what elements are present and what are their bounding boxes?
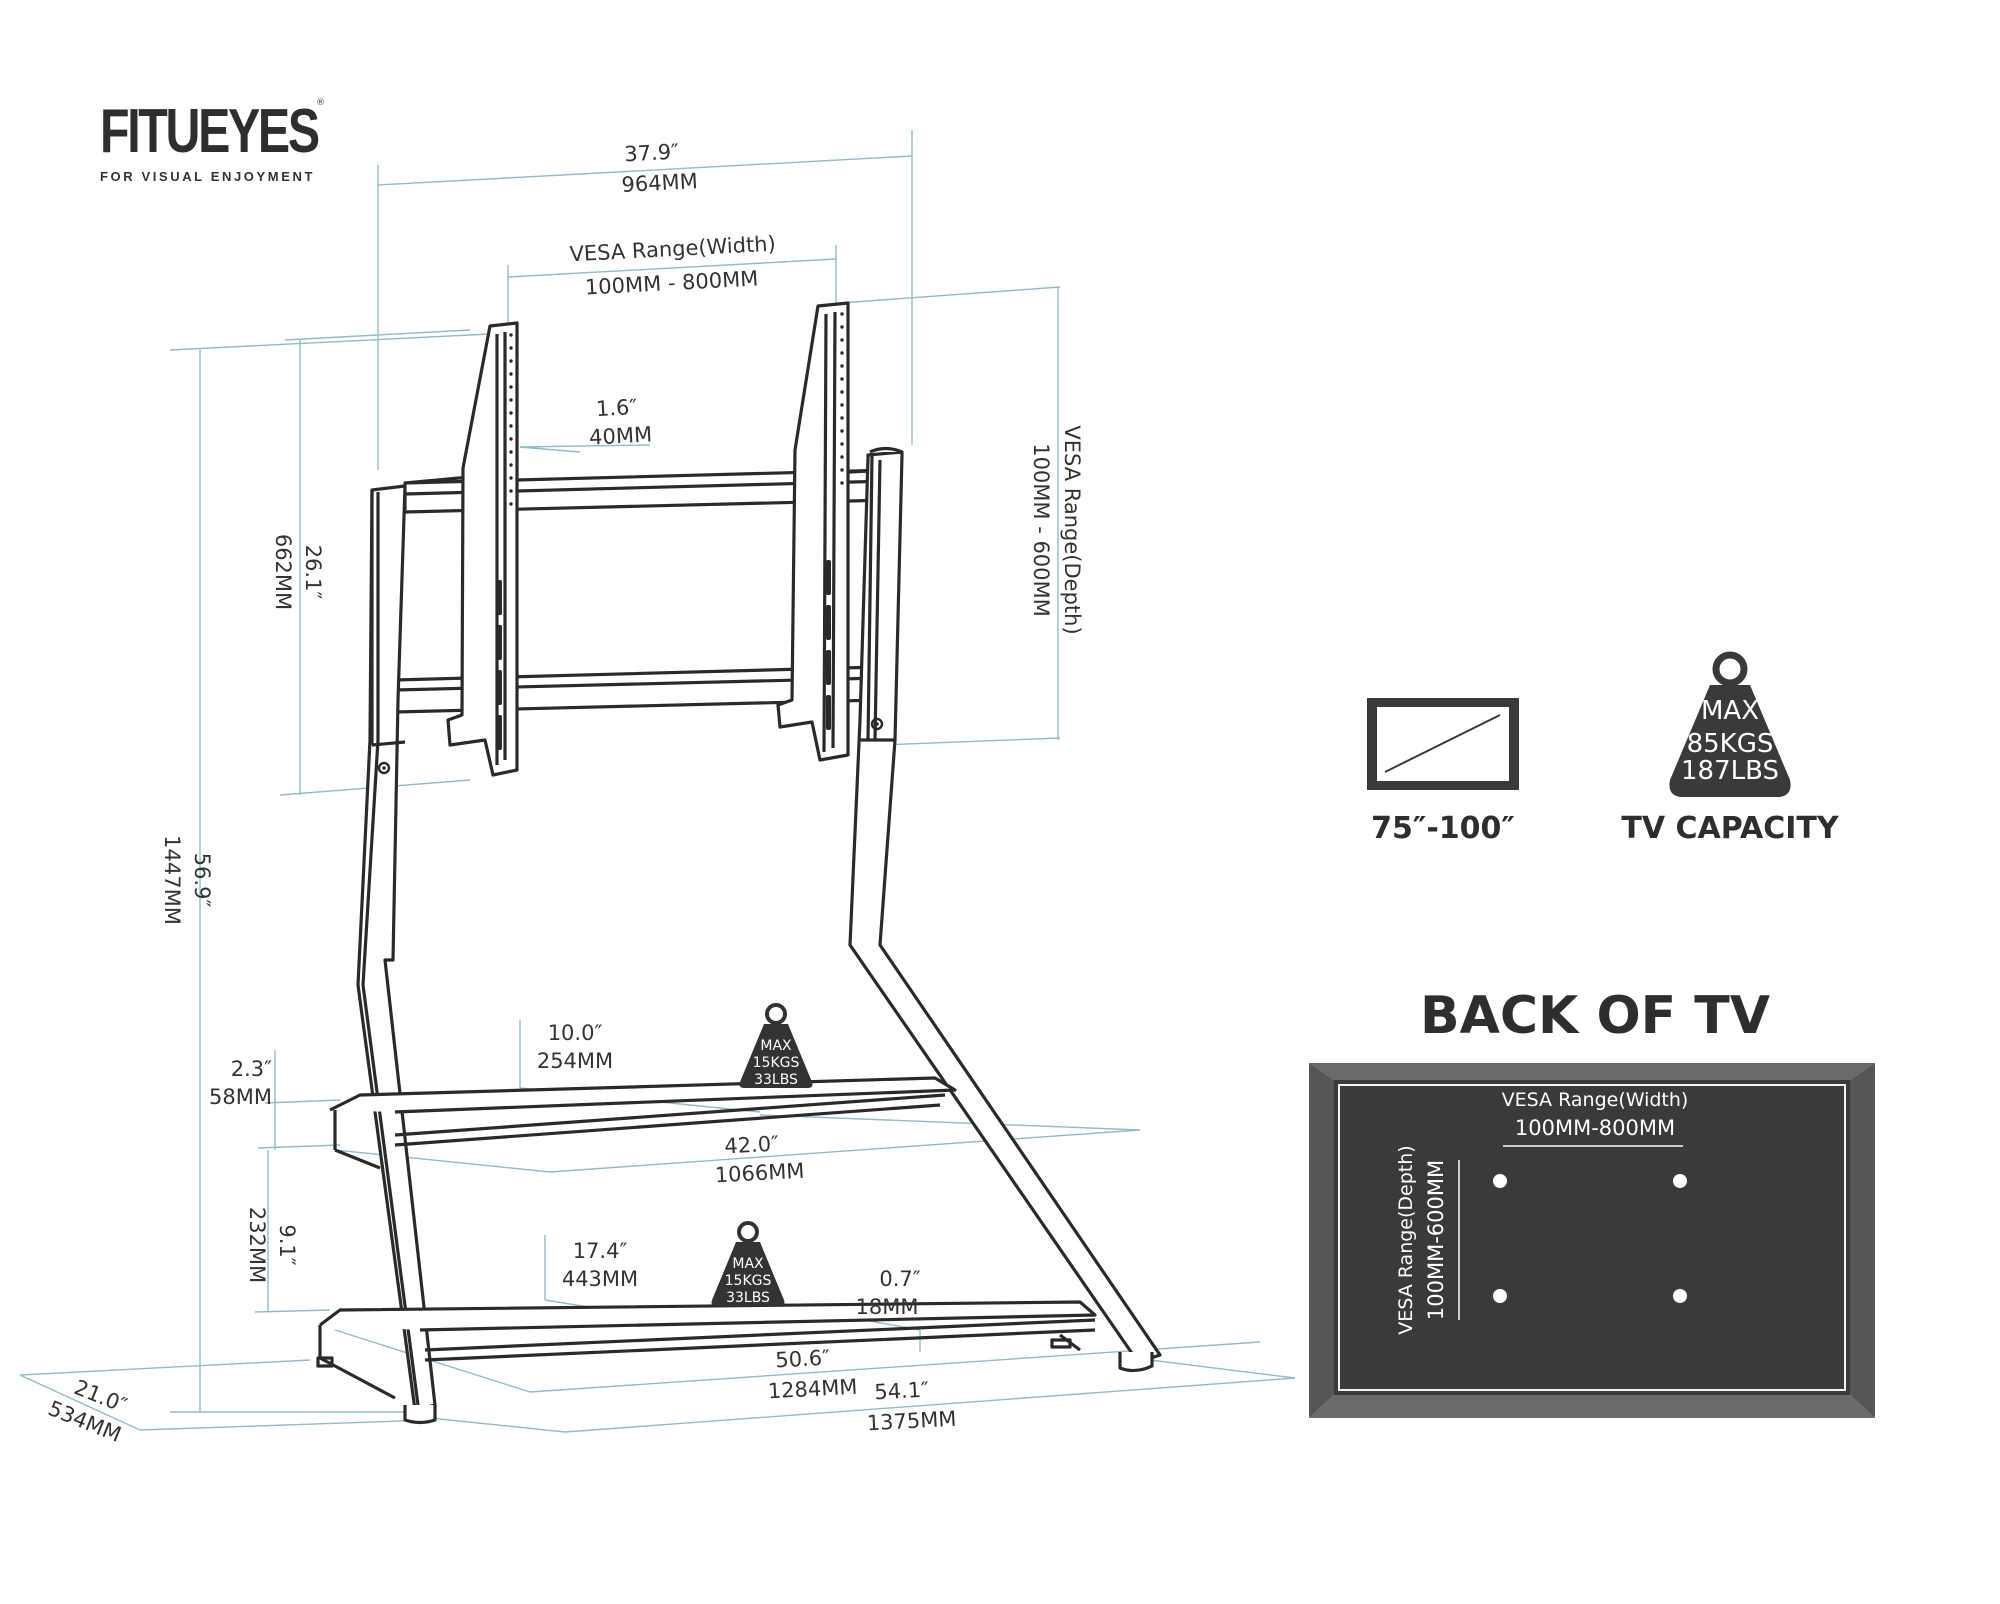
base-width-in: 54.1″	[874, 1378, 930, 1405]
mount-hole	[1493, 1289, 1507, 1303]
total-height-mm: 1447MM	[160, 835, 184, 925]
lower-shelf	[316, 1300, 1097, 1400]
shelf-depth-in: 10.0″	[548, 1021, 603, 1045]
tv-size-label: 75″-100″	[1371, 811, 1515, 846]
lower-shelf-thickness-in: 0.7″	[879, 1267, 920, 1291]
lower-shelf-lbs: 33LBS	[726, 1290, 770, 1306]
brand-logo: FITUEYES ® FOR VISUAL ENJOYMENT	[100, 96, 379, 184]
back-width-value: 100MM-800MM	[1515, 1116, 1675, 1140]
mount-hole	[1673, 1174, 1687, 1188]
base-width-mm: 1375MM	[866, 1407, 957, 1436]
lower-shelf-width-mm: 1284MM	[767, 1375, 858, 1404]
upper-shelf-max: MAX	[760, 1038, 792, 1054]
shelf-spacing-mm: 232MM	[245, 1207, 269, 1283]
weight-icon	[1669, 651, 1791, 797]
right-vesa-bracket	[776, 301, 850, 762]
shelf-spacing-in: 9.1″	[275, 1224, 299, 1265]
lower-shelf-weight: MAX 15KGS 33LBS	[709, 1221, 787, 1308]
total-height-in: 56.9″	[190, 853, 214, 908]
bracket-gap-in: 1.6″	[595, 395, 638, 421]
tv-stand-drawing	[316, 301, 1162, 1425]
back-width-label: VESA Range(Width)	[1502, 1089, 1689, 1111]
shelf-thickness-in: 2.3″	[231, 1057, 272, 1081]
tv-size-block: 75″-100″	[1367, 698, 1519, 846]
upper-shelf-kgs: 15KGS	[753, 1055, 800, 1071]
back-of-tv-panel: BACK OF TV VESA Range(Width) 100MM-800MM…	[1309, 986, 1875, 1418]
upper-shelf	[329, 1076, 957, 1170]
brand-tagline: FOR VISUAL ENJOYMENT	[100, 169, 316, 184]
back-of-tv-title: BACK OF TV	[1420, 986, 1770, 1046]
dimension-labels: 37.9″ 964MM VESA Range(Width) 100MM - 80…	[45, 140, 1084, 1447]
tv-capacity-max: MAX	[1701, 696, 1759, 726]
left-bracket-holes	[497, 333, 513, 750]
vesa-mount-holes	[1493, 1174, 1687, 1303]
tv-screen-icon	[1367, 698, 1519, 790]
lower-shelf-max: MAX	[732, 1256, 764, 1272]
left-upright	[356, 484, 437, 1425]
shelf-thickness-mm: 58MM	[209, 1085, 272, 1109]
shelf-width-mm: 1066MM	[714, 1159, 805, 1188]
back-depth-value: 100MM-600MM	[1424, 1160, 1448, 1320]
mount-height-mm: 662MM	[271, 534, 295, 610]
left-vesa-bracket	[446, 321, 519, 777]
shelf-depth-mm: 254MM	[537, 1049, 613, 1073]
tv-capacity-label: TV CAPACITY	[1621, 811, 1839, 846]
mount-height-in: 26.1″	[301, 545, 325, 600]
mount-hole	[1493, 1174, 1507, 1188]
lower-shelf-kgs: 15KGS	[725, 1273, 772, 1289]
right-bracket-holes	[826, 312, 844, 730]
upper-shelf-lbs: 33LBS	[754, 1072, 798, 1088]
shelf-width-in: 42.0″	[724, 1132, 780, 1159]
lower-shelf-thickness-mm: 18MM	[856, 1295, 919, 1319]
lower-shelf-width-in: 50.6″	[775, 1346, 831, 1373]
vesa-width-label: VESA Range(Width)	[569, 232, 776, 267]
lower-shelf-depth-mm: 443MM	[562, 1267, 638, 1291]
brand-name: FITUEYES	[100, 97, 320, 166]
right-upright	[848, 446, 1162, 1373]
back-depth-label: VESA Range(Depth)	[1395, 1145, 1417, 1334]
tv-capacity-lbs: 187LBS	[1681, 756, 1779, 786]
dimension-lines	[19, 130, 1296, 1433]
overall-width-mm: 964MM	[621, 169, 698, 197]
vesa-depth-value: 100MM - 600MM	[1029, 443, 1053, 617]
vesa-depth-label: VESA Range(Depth)	[1060, 425, 1084, 634]
mount-hole	[1673, 1289, 1687, 1303]
tv-capacity-kgs: 85KGS	[1687, 729, 1774, 759]
bracket-gap-mm: 40MM	[589, 422, 653, 449]
upper-shelf-weight: MAX 15KGS 33LBS	[737, 1003, 815, 1090]
overall-width-in: 37.9″	[624, 140, 680, 167]
registered-mark: ®	[316, 98, 325, 108]
tv-capacity-block: MAX 85KGS 187LBS TV CAPACITY	[1621, 651, 1840, 846]
lower-shelf-depth-in: 17.4″	[573, 1239, 628, 1263]
